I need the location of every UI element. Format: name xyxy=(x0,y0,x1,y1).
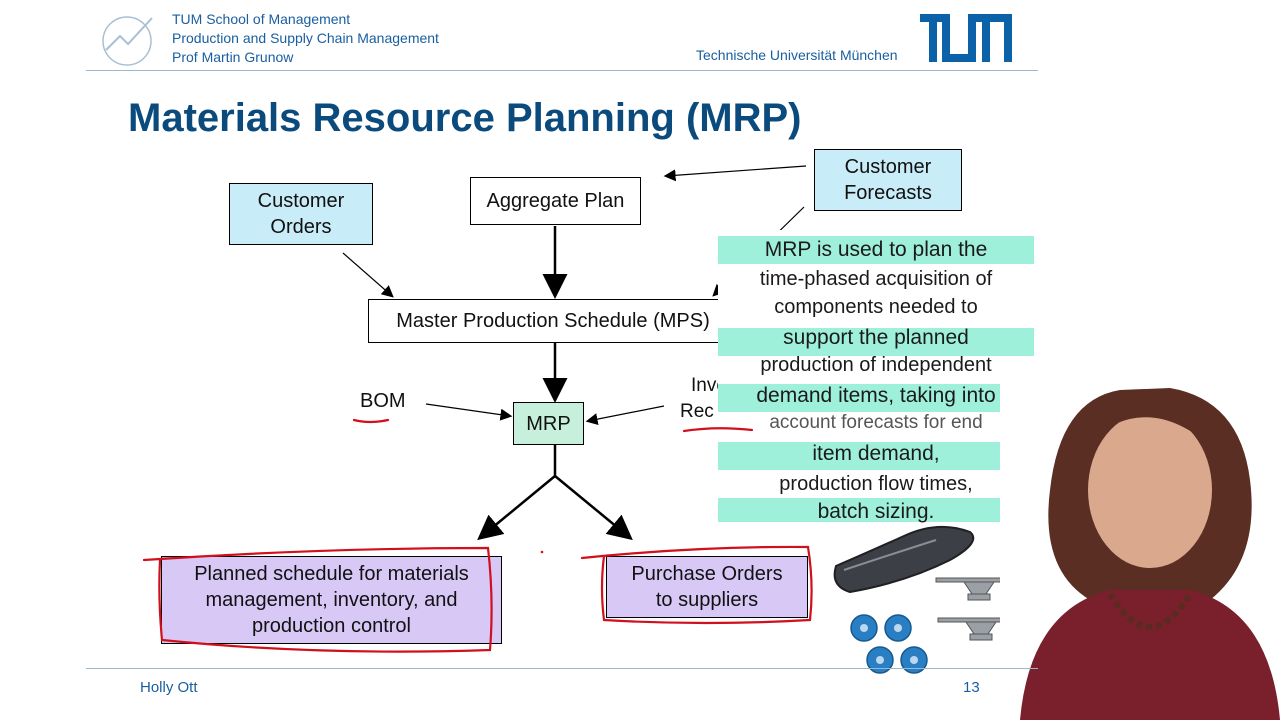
overlay-line-2: time-phased acquisition of xyxy=(759,268,993,290)
overlay-strip xyxy=(718,498,1034,522)
overlay-line-9: production flow times, xyxy=(779,473,973,495)
customer-orders-box: Customer Orders xyxy=(229,183,373,245)
header-divider xyxy=(86,70,1038,71)
aggregate-plan-box: Aggregate Plan xyxy=(470,177,641,225)
overlay-line-6: demand items, taking into xyxy=(756,384,996,407)
header-professor: Prof Martin Grunow xyxy=(172,49,294,65)
bom-label: BOM xyxy=(360,390,406,412)
purchase-orders-circle xyxy=(580,545,813,625)
customer-forecasts-box: Customer Forecasts xyxy=(814,149,962,211)
planned-schedule-box: Planned schedule for materials managemen… xyxy=(161,556,502,644)
overlay-strip xyxy=(718,328,1034,356)
header-school-info: TUM School of Management Production and … xyxy=(172,10,492,66)
mrp-definition-overlay: MRP is used to plan the time-phased acqu… xyxy=(718,230,1034,526)
tum-logo-mark xyxy=(102,16,153,66)
overlay-strip xyxy=(718,442,1034,470)
slide-title: Materials Resource Planning (MRP) xyxy=(128,96,802,140)
overlay-line-3: components needed to xyxy=(774,296,978,318)
footer-divider xyxy=(86,668,1038,669)
overlay-line-1: MRP is used to plan the xyxy=(764,238,988,261)
header-university: Technische Universität München xyxy=(696,47,898,63)
overlay-line-4: support the planned xyxy=(783,326,969,349)
presenter-video xyxy=(1000,380,1280,720)
purchase-orders-box: Purchase Orders to suppliers xyxy=(606,556,808,618)
tum-logo xyxy=(920,14,1012,62)
page-number: 13 xyxy=(963,679,980,696)
header-department: Production and Supply Chain Management xyxy=(172,30,439,46)
overlay-line-7: account forecasts for end xyxy=(769,412,983,433)
inventory-records-label-2: Rec xyxy=(680,401,714,422)
footer-presenter: Holly Ott xyxy=(140,679,198,696)
overlay-line-5: production of independent xyxy=(760,354,992,376)
wheel-icon xyxy=(850,614,928,674)
overlay-strip xyxy=(718,236,1034,264)
overlay-line-8: item demand, xyxy=(812,442,940,465)
mps-box: Master Production Schedule (MPS) xyxy=(368,299,738,343)
bom-underline xyxy=(352,418,390,424)
inventory-underline xyxy=(682,427,754,433)
planned-schedule-circle xyxy=(142,546,493,653)
overlay-strip xyxy=(718,384,1034,412)
header-school: TUM School of Management xyxy=(172,11,351,27)
mrp-box: MRP xyxy=(513,402,584,445)
overlay-line-10: batch sizing. xyxy=(817,500,935,523)
